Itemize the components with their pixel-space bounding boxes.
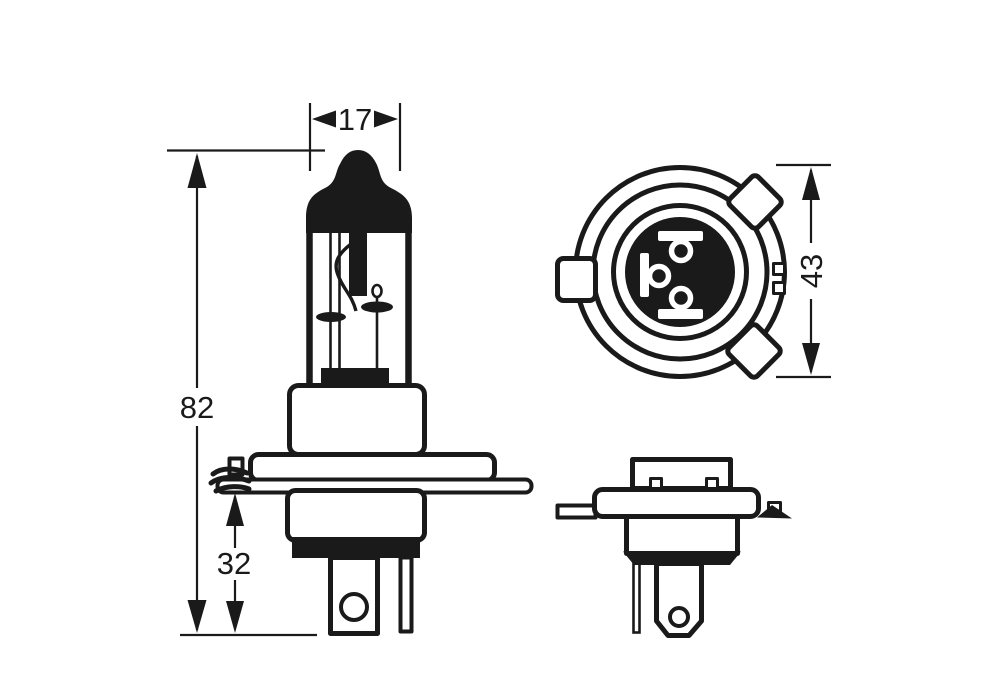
arrowhead-left xyxy=(312,110,336,128)
dimension-flange-diameter: 43 xyxy=(776,163,831,379)
terminal-edge xyxy=(632,562,641,634)
connector-cavity xyxy=(625,217,735,327)
insulator-band xyxy=(292,537,420,558)
pinch-seal xyxy=(321,368,389,383)
arrowhead-up xyxy=(802,167,820,200)
bulb-side-view xyxy=(208,150,534,636)
lug-top-right xyxy=(726,173,784,231)
lug-bottom-right xyxy=(725,322,783,380)
base-lower-body xyxy=(624,514,740,556)
dim-label-82: 82 xyxy=(180,390,214,425)
contact-blade-left xyxy=(640,253,649,297)
filament-low-beam xyxy=(316,312,346,322)
contact-blade-top xyxy=(658,231,703,241)
dimension-base-length: 32 xyxy=(217,493,251,633)
base-neck xyxy=(287,383,427,457)
shield-bar xyxy=(349,228,367,296)
bulb-dome-tip xyxy=(306,150,412,233)
arrowhead-right xyxy=(374,110,398,128)
filament-assembly xyxy=(316,228,393,383)
flange-ring-edge xyxy=(555,503,598,520)
connector-contacts xyxy=(640,231,703,319)
support-loop xyxy=(371,283,383,299)
base-rear-view xyxy=(555,165,787,380)
lug-left xyxy=(555,256,598,303)
spring-clip-side xyxy=(757,501,792,519)
filament-high-beam xyxy=(361,301,393,313)
arrowhead-down xyxy=(802,343,820,375)
dimension-overall-length: 82 xyxy=(167,149,325,637)
spring-clip xyxy=(208,466,252,494)
arrowhead-up xyxy=(226,493,244,526)
support-wire-curved xyxy=(334,242,358,312)
dimension-glass-diameter: 17 xyxy=(308,102,402,171)
index-notch xyxy=(772,262,786,276)
dim-label-17: 17 xyxy=(338,102,372,137)
flange-disc xyxy=(592,487,761,519)
base-side-view xyxy=(555,457,792,638)
contact-blade-bottom xyxy=(658,309,703,319)
arrowhead-down xyxy=(226,601,244,633)
connector-collar xyxy=(611,203,749,341)
insulator-band xyxy=(623,551,741,565)
base-lower-body xyxy=(285,488,427,543)
index-notch xyxy=(772,281,786,295)
terminal-hole xyxy=(668,606,690,628)
dim-label-43: 43 xyxy=(794,254,829,288)
terminal-edge xyxy=(398,555,414,634)
pin-hole xyxy=(668,238,694,264)
dim-label-32: 32 xyxy=(217,546,251,581)
terminal-hole xyxy=(339,592,369,622)
pin-hole xyxy=(646,263,672,289)
arrowhead-up xyxy=(187,153,207,188)
arrowhead-down xyxy=(187,600,207,633)
flange-top-disc xyxy=(248,452,497,483)
pin-hole xyxy=(668,285,694,311)
